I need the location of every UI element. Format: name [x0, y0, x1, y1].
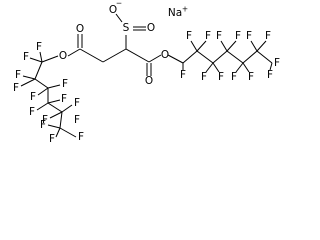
fluorine-label: F — [74, 114, 80, 126]
carbonyl-bonds — [77, 34, 152, 76]
right-carbonyl-oxygen: O — [145, 75, 153, 87]
fluorine-label: F — [61, 93, 67, 105]
fluorine-label: F — [74, 97, 80, 109]
sulfonate-group: S O − O — [109, 0, 155, 34]
ester-oxygens: O O — [59, 49, 169, 62]
fluorine-label: F — [23, 51, 29, 63]
fluorine-label: F — [29, 106, 35, 118]
fluorine-label: F — [49, 133, 55, 143]
sulfonate-bonds — [115, 13, 146, 49]
left-carbonyl-oxygen: O — [76, 23, 84, 35]
fluorine-label: F — [40, 119, 46, 131]
fluorine-label: F — [248, 71, 254, 83]
fluorine-label: F — [78, 131, 84, 143]
fluorine-label: F — [42, 114, 48, 126]
fluorine-label: F — [265, 30, 271, 42]
fluorine-label: F — [274, 57, 280, 69]
fluorine-label: F — [235, 30, 241, 42]
fluorine-label: F — [231, 71, 237, 83]
fluorine-label: F — [13, 82, 19, 94]
right-ester-oxygen: O — [161, 49, 169, 61]
sodium-label: Na — [168, 7, 182, 19]
left-ester-oxygen: O — [59, 50, 67, 62]
fluorine-label: F — [216, 30, 222, 42]
fluorine-label: F — [36, 41, 42, 53]
carbonyl-oxygens: O O — [76, 23, 153, 87]
fluorine-label: F — [62, 78, 68, 90]
left-chain-fluorines: F F F F F F F F F F F F F F — [13, 41, 84, 143]
right-chain-bonds — [167, 40, 273, 73]
fluorine-label: F — [267, 69, 273, 81]
left-chain-bonds — [20, 51, 77, 138]
fluorine-label: F — [180, 69, 186, 81]
fluorine-label: F — [218, 71, 224, 83]
fluorine-label: F — [30, 91, 36, 103]
fluorine-label: F — [205, 30, 211, 42]
sulfonate-anion-charge: − — [116, 0, 122, 8]
right-chain-fluorines: F F F F F F F F F F F F F — [180, 30, 280, 83]
sodium-charge: + — [182, 5, 188, 14]
backbone-bonds — [67, 48, 162, 63]
fluorine-label: F — [15, 69, 21, 81]
sulfonate-oxygen-double: O — [147, 22, 155, 34]
fluorine-label: F — [186, 30, 192, 42]
sulfur-label: S — [123, 22, 130, 34]
sulfonate-oxygen-anion: O — [109, 4, 117, 16]
counterion: Na + — [168, 5, 188, 20]
fluorine-label: F — [201, 71, 207, 83]
fluorine-label: F — [246, 30, 252, 42]
chemical-structure: Na + S O − O O O O O F F F F F F F F F F… — [13, 0, 280, 143]
